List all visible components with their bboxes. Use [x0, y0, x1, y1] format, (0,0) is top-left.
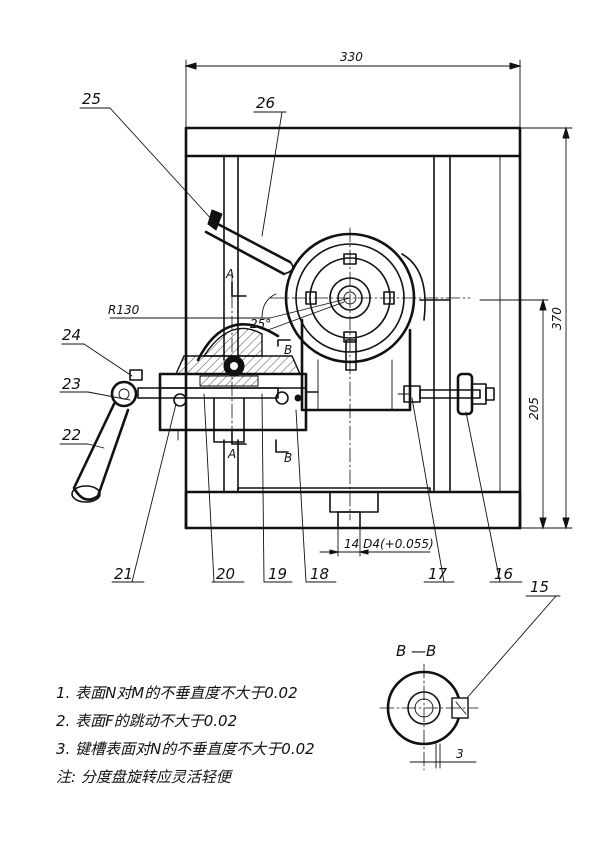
center-height-label: 205 [527, 397, 541, 420]
width-dimension: 330 [184, 50, 522, 131]
keyway-dimension: 14 D4(+0.055) [319, 527, 434, 557]
part-number-21: 21 [114, 565, 133, 583]
section-marks: A A B B [225, 267, 292, 465]
offset-dimension-label: 3 [456, 747, 464, 761]
part-number-20: 20 [216, 565, 235, 583]
note-1: 1. 表面N对M的不垂直度不大于0.02 [56, 684, 298, 702]
part-number-24: 24 [62, 326, 81, 344]
height-dimensions: 370 205 [479, 126, 573, 530]
part-number-23: 23 [62, 375, 81, 393]
part-number-26: 26 [256, 94, 275, 112]
part-number-25: 25 [82, 90, 101, 108]
part-callouts: 25 26 24 23 22 21 20 19 18 17 16 15 [59, 90, 561, 707]
part-number-18: 18 [310, 565, 329, 583]
note-3: 3. 键槽表面对N的不垂直度不大于0.02 [56, 740, 315, 758]
frame [184, 126, 522, 530]
section-view-b-b: B —B 3 [379, 642, 479, 771]
note-4: 注: 分度盘旋转应灵活轻便 [56, 768, 234, 786]
height-dimension-label: 370 [550, 307, 564, 330]
part-number-15: 15 [530, 578, 549, 596]
part-number-16: 16 [494, 565, 513, 583]
width-dimension-label: 330 [340, 50, 363, 64]
radius-angle-annotation: R130 25° [108, 293, 351, 331]
indexing-disc [284, 232, 451, 412]
keyway-dimension-label: 14 D4(+0.055) [344, 537, 434, 551]
right-screw-assembly [397, 372, 495, 416]
technical-notes: 1. 表面N对M的不垂直度不大于0.02 2. 表面F的跳动不大于0.02 3.… [56, 684, 315, 786]
part-number-17: 17 [428, 565, 448, 583]
part-number-22: 22 [62, 426, 81, 444]
radius-label: R130 [108, 303, 140, 317]
section-a-top-label: A [225, 267, 234, 281]
plunger-assembly [71, 323, 319, 503]
section-view-title: B —B [396, 642, 436, 660]
section-a-bottom-label: A [227, 447, 236, 461]
section-b-top-label: B [284, 343, 292, 357]
part-number-19: 19 [268, 565, 287, 583]
section-b-bottom-label: B [284, 451, 292, 465]
note-2: 2. 表面F的跳动不大于0.02 [56, 712, 237, 730]
angle-label: 25° [250, 317, 271, 331]
